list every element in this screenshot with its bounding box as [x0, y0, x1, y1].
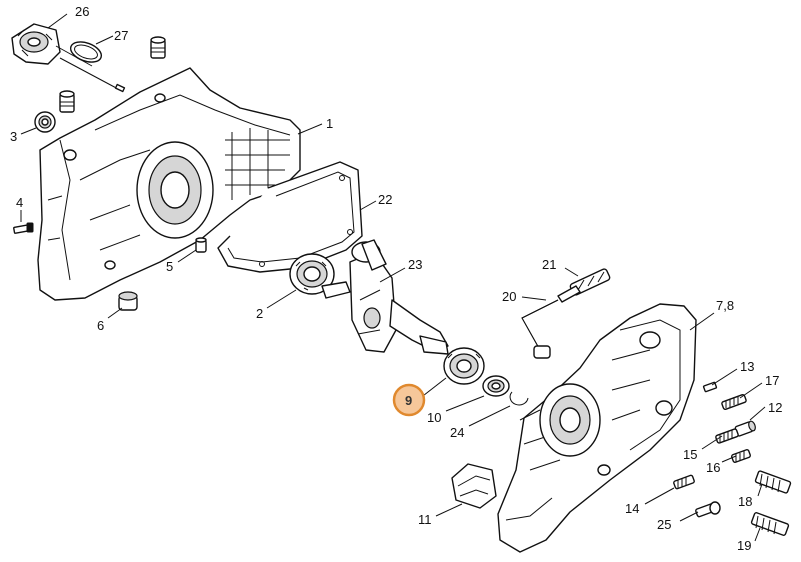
part-15-stud	[715, 428, 739, 444]
callout-19[interactable]: 19	[737, 538, 751, 553]
callout-4[interactable]: 4	[16, 195, 23, 210]
part-27-oring	[59, 41, 126, 93]
callout-9[interactable]: 9	[405, 393, 412, 408]
part-plug-top	[150, 36, 166, 59]
callout-21[interactable]: 21	[542, 257, 556, 272]
callout-labels: 26 27 3 1 22 4 5 23 21 6 2 20 7,8 13 9 1…	[10, 4, 782, 553]
callout-11[interactable]: 11	[418, 512, 432, 527]
highlight-ring-9	[392, 383, 426, 417]
callout-16[interactable]: 16	[706, 460, 720, 475]
callout-26[interactable]: 26	[75, 4, 89, 19]
part-1-crankcase-left	[37, 67, 301, 301]
part-18-stud	[754, 470, 792, 494]
part-5-sleeve	[195, 237, 207, 253]
callout-6[interactable]: 6	[97, 318, 104, 333]
part-24-circlip	[509, 391, 529, 406]
callout-10[interactable]: 10	[427, 410, 441, 425]
part-plug-left	[59, 90, 75, 113]
callout-17[interactable]: 17	[765, 373, 779, 388]
part-78-crankcase-right	[497, 303, 697, 553]
callout-15[interactable]: 15	[683, 447, 697, 462]
part-23-crankshaft	[321, 239, 449, 355]
callout-7-8[interactable]: 7,8	[716, 298, 734, 313]
callout-2[interactable]: 2	[256, 306, 263, 321]
part-14-screw	[673, 474, 695, 490]
part-6-plug	[118, 291, 138, 311]
callout-24[interactable]: 24	[450, 425, 464, 440]
part-19-stud	[750, 512, 790, 536]
callout-14[interactable]: 14	[625, 501, 639, 516]
part-25-screw	[695, 501, 721, 518]
part-20-hose	[521, 285, 581, 359]
part-16-screw	[731, 449, 751, 463]
part-9-bearing	[443, 347, 485, 385]
callout-3[interactable]: 3	[10, 129, 17, 144]
part-21-connector	[569, 268, 611, 296]
callout-13[interactable]: 13	[740, 359, 754, 374]
callout-23[interactable]: 23	[408, 257, 422, 272]
callout-25[interactable]: 25	[657, 517, 671, 532]
callout-1[interactable]: 1	[326, 116, 333, 131]
callout-27[interactable]: 27	[114, 28, 128, 43]
part-11-bracket	[451, 463, 497, 509]
part-10-oilseal	[482, 375, 510, 397]
callout-22[interactable]: 22	[378, 192, 392, 207]
part-4-screw	[13, 222, 34, 234]
part-26-pump	[11, 23, 93, 67]
callout-5[interactable]: 5	[166, 259, 173, 274]
callout-12[interactable]: 12	[768, 400, 782, 415]
part-2-bearing	[289, 253, 335, 295]
callout-18[interactable]: 18	[738, 494, 752, 509]
callout-20[interactable]: 20	[502, 289, 516, 304]
part-17-stud	[721, 394, 747, 410]
part-3-seal	[34, 111, 56, 133]
leader-lines	[20, 13, 766, 542]
